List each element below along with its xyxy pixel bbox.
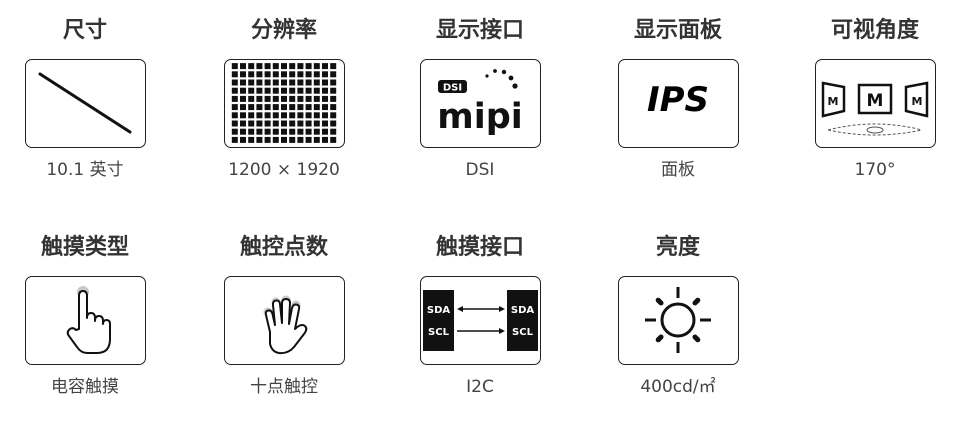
- spec-value: DSI: [465, 160, 495, 180]
- sun-icon: [644, 287, 711, 353]
- spec-title: 分辨率: [250, 18, 317, 43]
- svg-text:SDA: SDA: [510, 305, 534, 316]
- spec-title: 显示面板: [633, 18, 722, 43]
- spec-title: 触摸接口: [435, 235, 524, 260]
- spec-title: 亮度: [655, 235, 700, 260]
- svg-text:SCL: SCL: [512, 327, 534, 338]
- mipi-dsi-logo: DSI mipi: [437, 69, 523, 137]
- spec-value: 10.1 英寸: [46, 160, 124, 180]
- spec-icon-box: [24, 59, 146, 148]
- spec-viewing-angle: 可视角度 M M M 170°: [810, 16, 940, 183]
- spec-size: 尺寸 10.1 英寸: [20, 16, 150, 183]
- svg-text:M: M: [827, 95, 838, 108]
- spec-panel: 显示面板 IPS 面板: [613, 16, 743, 183]
- i2c-signal-icon: SDA SCL SDA SCL: [422, 290, 538, 351]
- spec-icon-box: [24, 276, 146, 365]
- svg-text:M: M: [866, 91, 883, 111]
- ips-icon: IPS: [646, 80, 710, 120]
- spec-value: 1200 × 1920: [228, 160, 340, 180]
- spec-icon-box: [617, 276, 739, 365]
- spec-touch-type: 触摸类型 电容触摸: [20, 233, 150, 400]
- svg-text:SDA: SDA: [426, 305, 450, 316]
- spec-title: 显示接口: [435, 18, 524, 43]
- viewing-angle-icon: M M M: [821, 81, 928, 136]
- pixel-grid-icon: [231, 63, 336, 143]
- spec-title: 触控点数: [239, 235, 328, 260]
- svg-text:M: M: [911, 95, 922, 108]
- spec-touch-points: 触控点数 十点触控: [219, 233, 349, 400]
- spec-icon-box: DSI mipi: [419, 59, 541, 148]
- diagonal-line-icon: [38, 72, 131, 134]
- spec-icon-box: SDA SCL SDA SCL: [419, 276, 541, 365]
- spec-title: 触摸类型: [40, 235, 129, 260]
- svg-text:SCL: SCL: [428, 327, 450, 338]
- pointing-hand-icon: [66, 286, 111, 354]
- spec-value: 十点触控: [250, 377, 318, 397]
- spec-icon-box: [223, 59, 345, 148]
- spec-touch-interface: 触摸接口 SDA SCL SDA SCL I2C: [415, 233, 545, 400]
- spec-brightness: 亮度 400cd/㎡: [613, 233, 743, 400]
- spec-display-interface: 显示接口 DSI mipi DSI: [415, 16, 545, 183]
- multi-finger-hand-icon: [263, 295, 307, 355]
- svg-text:DSI: DSI: [442, 83, 461, 94]
- spec-value: 170°: [854, 160, 896, 180]
- spec-icon-box: M M M: [814, 59, 936, 148]
- spec-value: 面板: [661, 160, 695, 180]
- spec-icon-box: [223, 276, 345, 365]
- spec-icon-box: IPS: [617, 59, 739, 148]
- spec-value: I2C: [466, 377, 494, 397]
- spec-title: 可视角度: [830, 18, 919, 43]
- spec-value: 400cd/㎡: [640, 377, 716, 397]
- svg-text:mipi: mipi: [437, 97, 523, 137]
- spec-title: 尺寸: [62, 18, 107, 43]
- spec-value: 电容触摸: [51, 377, 119, 397]
- spec-resolution: 分辨率 1200 × 1920: [219, 16, 349, 183]
